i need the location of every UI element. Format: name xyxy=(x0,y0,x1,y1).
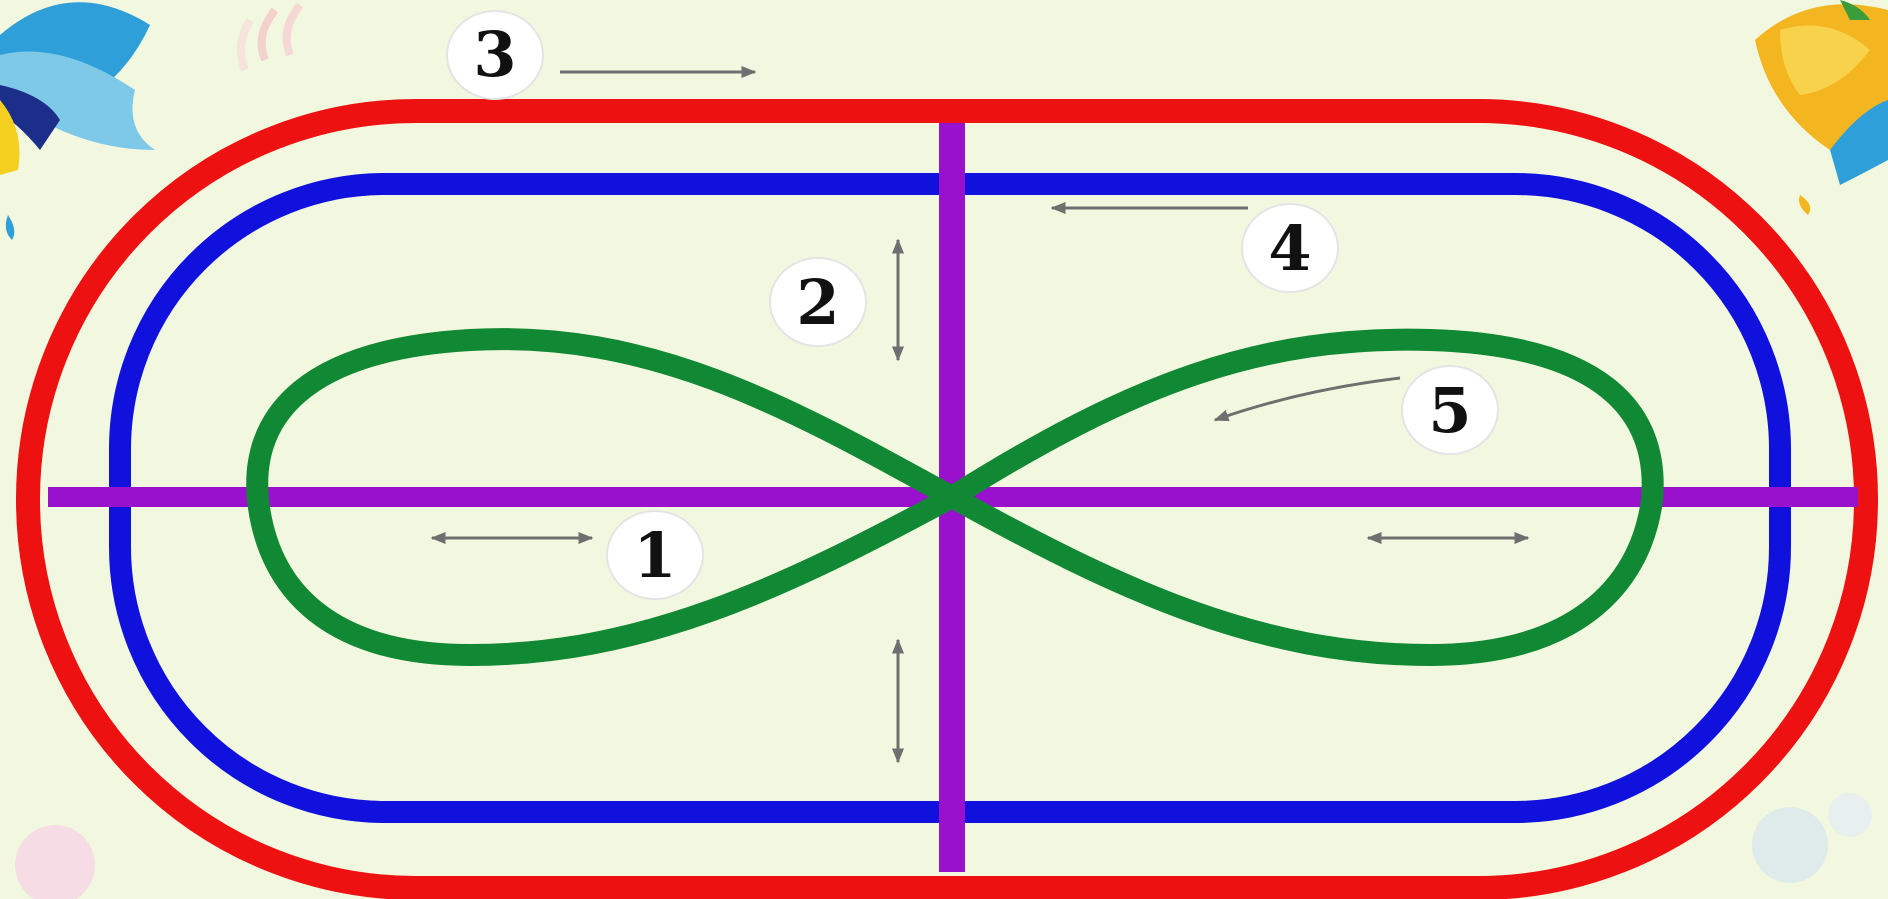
figure-eight-path xyxy=(246,328,1664,666)
label-5-text: 5 xyxy=(1428,374,1471,447)
label-3-text: 3 xyxy=(473,18,516,91)
label-4-text: 4 xyxy=(1268,212,1311,285)
label-2-text: 2 xyxy=(796,266,839,339)
direction-arrows xyxy=(430,66,1530,764)
background-decorations xyxy=(15,2,1872,899)
ribbon-flower-top-left xyxy=(0,2,155,240)
label-1: 1 xyxy=(606,510,704,600)
label-5: 5 xyxy=(1401,365,1499,455)
label-3: 3 xyxy=(446,10,544,100)
ribbon-flower-top-right xyxy=(1755,0,1888,215)
outer-track xyxy=(16,99,1878,899)
label-1-text: 1 xyxy=(633,519,676,592)
label-2: 2 xyxy=(769,257,867,347)
label-4: 4 xyxy=(1241,203,1339,293)
arrow-five xyxy=(1213,376,1401,422)
